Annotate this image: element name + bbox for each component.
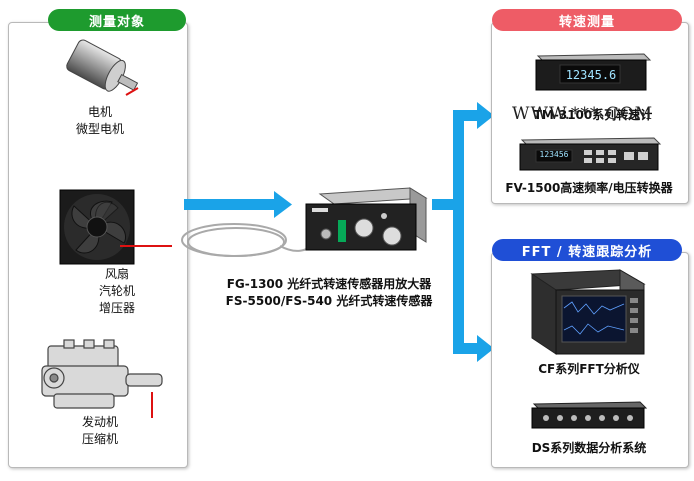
caption-line1: FG-1300 光纤式转速传感器用放大器 <box>226 277 432 291</box>
ds-series-label: DS系列数据分析系统 <box>531 441 647 455</box>
amplifier-caption: FG-1300 光纤式转速传感器用放大器 FS-5500/FS-540 光纤式转… <box>198 276 460 310</box>
tm3100-label: TM-3100系列转速计 <box>533 108 653 122</box>
motor-label: 电机 微型电机 <box>60 104 140 138</box>
motor-illustration <box>66 39 139 96</box>
tm3100-display: 12345.6 <box>565 68 617 82</box>
cf-series-label: CF系列FFT分析仪 <box>538 362 640 376</box>
engine-label-line2: 压缩机 <box>81 432 118 446</box>
tm3100-device <box>535 53 652 91</box>
cf-fft-analyzer <box>530 269 646 355</box>
engine-label: 发动机 压缩机 <box>60 414 140 448</box>
speed-measurement-panel <box>491 22 689 204</box>
speed-measurement-title: 转速测量 <box>492 9 682 31</box>
fan-label: 风扇 汽轮机 增压器 <box>72 266 162 317</box>
caption-line2: FS-5500/FS-540 光纤式转速传感器 <box>225 294 433 308</box>
fan-illustration <box>59 189 172 265</box>
motor-label-line1: 电机 <box>87 105 112 119</box>
fft-analysis-title: FFT / 转速跟踪分析 <box>492 239 682 261</box>
fv1500-display: 123456 <box>539 150 569 159</box>
fan-label-line1: 风扇 <box>104 267 129 281</box>
watermark: WWW.***.COM <box>512 104 654 124</box>
fv1500-label: FV-1500高速频率/电压转换器 <box>505 181 673 195</box>
measurement-targets-title: 测量对象 <box>48 9 186 31</box>
engine-illustration <box>41 339 163 418</box>
fg1300-amplifier <box>305 187 428 251</box>
motor-label-line2: 微型电机 <box>75 122 124 136</box>
fv1500-device <box>519 137 662 171</box>
ds-data-system <box>531 401 648 429</box>
fan-label-line2: 汽轮机 <box>98 284 135 298</box>
engine-label-line1: 发动机 <box>81 415 118 429</box>
fan-label-line3: 增压器 <box>98 301 135 315</box>
